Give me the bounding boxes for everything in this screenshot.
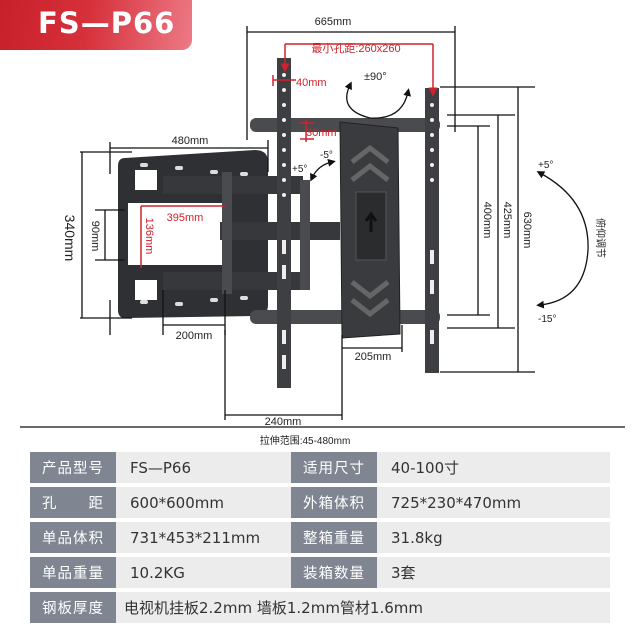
mount-diagram: 665mm 最小孔距:260x260 40mm 30mm ±90° 480mm … [20, 16, 625, 447]
label-136: 136mm [143, 218, 155, 255]
spec-key: 适用尺寸 [291, 452, 377, 483]
spec-row: 单品重量 10.2KG 装箱数量 3套 [30, 557, 610, 588]
spec-value: 电视机挂板2.2mm 墙板1.2mm管材1.6mm [116, 592, 610, 623]
label-205: 205mm [355, 351, 392, 363]
spec-table: 产品型号 FS—P66 适用尺寸 40-100寸 孔 距 600*600mm 外… [30, 452, 610, 627]
label-200: 200mm [176, 330, 213, 342]
spec-row: 钢板厚度 电视机挂板2.2mm 墙板1.2mm管材1.6mm [30, 592, 610, 623]
spec-value: 600*600mm [116, 487, 291, 518]
model-badge-text: FS—P66 [38, 6, 176, 40]
tv-rail-left [277, 58, 291, 388]
spec-key: 单品体积 [30, 522, 116, 553]
spec-value: 731*453*211mm [116, 522, 291, 553]
label-395: 395mm [167, 212, 204, 224]
label-480: 480mm [172, 135, 209, 147]
spec-row: 产品型号 FS—P66 适用尺寸 40-100寸 [30, 452, 610, 483]
label-swivel-minus5: -5° [320, 150, 333, 161]
label-rotate: ±90° [364, 71, 387, 83]
min-hole-dimension [140, 43, 438, 268]
label-665: 665mm [315, 16, 352, 28]
label-340: 340mm [62, 215, 78, 262]
label-extend-range: 拉伸范围:45-480mm [260, 434, 351, 447]
spec-key: 单品重量 [30, 557, 116, 588]
center-plate [339, 121, 401, 339]
label-swivel-plus5: +5° [292, 164, 307, 175]
spec-key: 孔 距 [30, 487, 116, 518]
dimension-lines [20, 26, 625, 428]
spec-key: 装箱数量 [291, 557, 377, 588]
label-630: 630mm [521, 212, 533, 249]
spec-row: 单品体积 731*453*211mm 整箱重量 31.8kg [30, 522, 610, 553]
spec-value: FS—P66 [116, 452, 291, 483]
label-90: 90mm [89, 221, 101, 252]
spec-value: 10.2KG [116, 557, 291, 588]
spec-value: 40-100寸 [377, 452, 610, 483]
spec-value: 31.8kg [377, 522, 610, 553]
label-40mm: 40mm [296, 77, 327, 89]
label-400: 400mm [481, 202, 493, 239]
spec-key: 钢板厚度 [30, 592, 116, 623]
spec-key: 外箱体积 [291, 487, 377, 518]
label-tilt-minus15: -15° [538, 314, 556, 325]
spec-row: 孔 距 600*600mm 外箱体积 725*230*470mm [30, 487, 610, 518]
label-tilt-plus5: +5° [538, 160, 553, 171]
tv-rail-right [425, 88, 439, 373]
label-425: 425mm [501, 202, 513, 239]
label-tilt-adjust: 俯仰调节 [594, 218, 607, 258]
spec-key: 产品型号 [30, 452, 116, 483]
label-30mm: 30mm [306, 127, 337, 139]
spec-key: 整箱重量 [291, 522, 377, 553]
label-240: 240mm [265, 416, 302, 428]
spec-value: 725*230*470mm [377, 487, 610, 518]
spec-value: 3套 [377, 557, 610, 588]
label-min-hole: 最小孔距:260x260 [311, 42, 400, 55]
model-badge: FS—P66 [0, 0, 192, 50]
